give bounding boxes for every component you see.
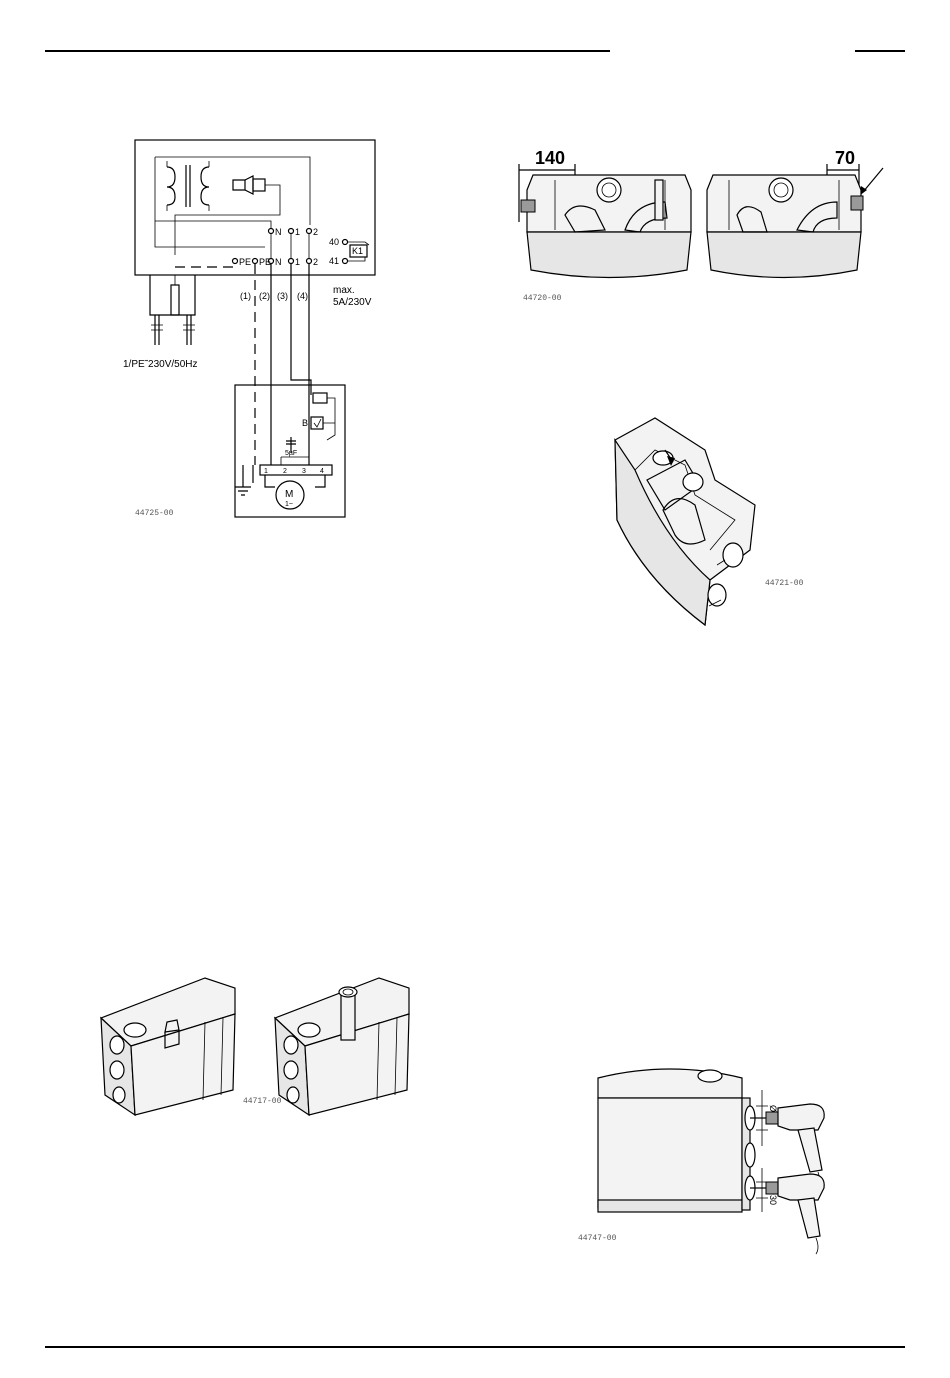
installation-depth-figure: 140 70 44720-00: [515, 140, 905, 310]
svg-text:PE: PE: [239, 257, 251, 267]
arrow-icon: [859, 168, 883, 196]
svg-text:1: 1: [295, 257, 300, 267]
vent-fit-figure: 44717-00: [95, 970, 415, 1120]
svg-text:N: N: [275, 257, 282, 267]
unit-top-view-left: [521, 175, 691, 278]
drill-icon-bottom: [750, 1174, 824, 1254]
relay-k1: 40 41 K1: [329, 237, 369, 266]
svg-text:40: 40: [329, 237, 339, 247]
figure-code-open-unit: 44721-00: [765, 579, 804, 588]
figure-code-wiring: 44725-00: [135, 509, 174, 518]
svg-text:1~: 1~: [285, 501, 293, 508]
svg-text:M: M: [285, 489, 293, 500]
control-box: [135, 140, 375, 275]
terminal-strip-top: N 1 2: [269, 227, 319, 237]
wiring-diagram: N 1 2 PE PE N 1 2 40 41 K1 1/PE˜230V/50H…: [115, 135, 385, 525]
svg-text:2: 2: [313, 227, 318, 237]
svg-text:3: 3: [302, 468, 306, 475]
svg-text:(1): (1): [240, 291, 251, 301]
rating-line2: 5A/230V: [333, 297, 372, 308]
svg-text:1: 1: [295, 227, 300, 237]
figure-code-drilling: 44747-00: [578, 1234, 617, 1243]
motor-symbol: M 1~: [265, 475, 325, 509]
capacitor-symbol: 5µF: [285, 437, 297, 457]
unit-right-with-vent: [275, 978, 409, 1115]
figure-code-depth: 44720-00: [523, 294, 562, 303]
svg-text:N: N: [275, 227, 282, 237]
svg-text:(4): (4): [297, 291, 308, 301]
header-rule-left: [45, 50, 610, 52]
svg-text:2: 2: [283, 468, 287, 475]
unit-front-closed: [598, 1069, 755, 1212]
transformer-symbol: [167, 161, 209, 211]
unit-left-closed: [101, 978, 235, 1115]
dimension-70: 70: [835, 148, 855, 168]
svg-text:(3): (3): [277, 291, 288, 301]
footer-rule: [45, 1346, 905, 1348]
svg-text:B: B: [302, 418, 308, 428]
svg-text:2: 2: [313, 257, 318, 267]
float-switch-symbol: [313, 393, 327, 403]
header-rule-right: [855, 50, 905, 52]
svg-text:(2): (2): [259, 291, 270, 301]
svg-text:1: 1: [264, 468, 268, 475]
svg-text:5µF: 5µF: [285, 450, 297, 457]
dimension-140: 140: [535, 148, 565, 168]
unit-top-view-right: [707, 175, 863, 278]
svg-text:41: 41: [329, 256, 339, 266]
svg-text:4: 4: [320, 468, 324, 475]
open-unit-figure: 44721-00: [605, 410, 805, 630]
drilling-figure: Ø45 Ø30 44747-00: [570, 1060, 840, 1255]
supply-plug: [150, 275, 195, 345]
supply-label: 1/PE˜230V/50Hz: [123, 359, 198, 370]
terminal-strip-bottom: PE PE N 1 2: [233, 257, 319, 267]
rating-line1: max.: [333, 285, 355, 296]
svg-text:K1: K1: [352, 246, 363, 256]
figure-code-vent: 44717-00: [243, 1097, 282, 1106]
solenoid-symbol: [233, 176, 265, 194]
